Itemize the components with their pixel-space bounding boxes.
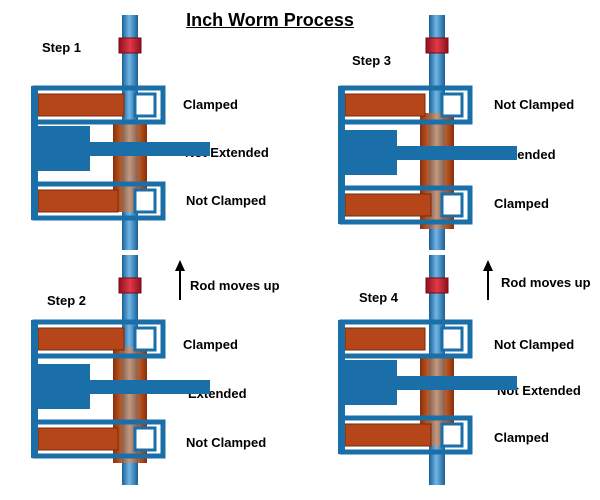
rod-collar xyxy=(425,37,449,54)
extension-arm xyxy=(90,380,210,394)
bottom-clamp-pad xyxy=(37,189,119,213)
frame-spine xyxy=(31,86,38,220)
top-clamp-pad xyxy=(37,93,125,117)
bottom-clamp-window xyxy=(440,422,464,448)
rod-moves-up-arrow-1 xyxy=(175,260,185,300)
assembly-step-1 xyxy=(31,15,210,250)
step-1-label: Step 1 xyxy=(42,40,82,55)
bottom-clamp-pad xyxy=(37,427,119,451)
frame-spine xyxy=(338,320,345,454)
arrow-head xyxy=(483,260,493,271)
extension-arm xyxy=(397,146,517,160)
rod-collar xyxy=(425,277,449,294)
extension-block xyxy=(35,126,90,171)
step-3-bottom-clamp-state: Clamped xyxy=(494,196,549,211)
top-clamp-window xyxy=(133,326,157,352)
extension-block xyxy=(35,364,90,409)
top-clamp-pad xyxy=(344,93,426,117)
rod-moves-up-arrow-2 xyxy=(483,260,493,300)
step-4-bottom-clamp-state: Clamped xyxy=(494,430,549,445)
bottom-clamp-window xyxy=(133,188,157,214)
step-2-top-clamp-state: Clamped xyxy=(183,337,238,352)
extension-block xyxy=(342,360,397,405)
step-4-top-clamp-state: Not Clamped xyxy=(494,337,575,352)
rod-collar xyxy=(118,277,142,294)
bottom-clamp-window xyxy=(133,426,157,452)
assembly-step-2 xyxy=(31,255,210,485)
assembly-step-4 xyxy=(338,255,517,485)
top-clamp-window xyxy=(440,92,464,118)
step-1-top-clamp-state: Clamped xyxy=(183,97,238,112)
frame-spine xyxy=(31,320,38,458)
step-2-label: Step 2 xyxy=(47,293,87,308)
bottom-clamp-pad xyxy=(344,423,432,447)
step-4-label: Step 4 xyxy=(359,290,399,305)
step-2-rod-note: Rod moves up xyxy=(190,278,280,293)
top-clamp-pad xyxy=(37,327,125,351)
top-clamp-window xyxy=(440,326,464,352)
step-1-bottom-clamp-state: Not Clamped xyxy=(186,193,267,208)
step-3-top-clamp-state: Not Clamped xyxy=(494,97,575,112)
extension-block xyxy=(342,130,397,175)
top-clamp-pad xyxy=(344,327,426,351)
assembly-step-3 xyxy=(338,15,517,250)
bottom-clamp-pad xyxy=(344,193,432,217)
extension-arm xyxy=(90,142,210,156)
step-4-extension-state: Not Extended xyxy=(497,383,581,398)
frame-spine xyxy=(338,86,345,224)
arrow-head xyxy=(175,260,185,271)
top-clamp-window xyxy=(133,92,157,118)
bottom-clamp-window xyxy=(440,192,464,218)
step-4-rod-note: Rod moves up xyxy=(501,275,591,290)
extension-arm xyxy=(397,376,517,390)
diagram-title: Inch Worm Process xyxy=(186,10,354,30)
step-3-label: Step 3 xyxy=(352,53,392,68)
rod-collar xyxy=(118,37,142,54)
step-2-bottom-clamp-state: Not Clamped xyxy=(186,435,267,450)
